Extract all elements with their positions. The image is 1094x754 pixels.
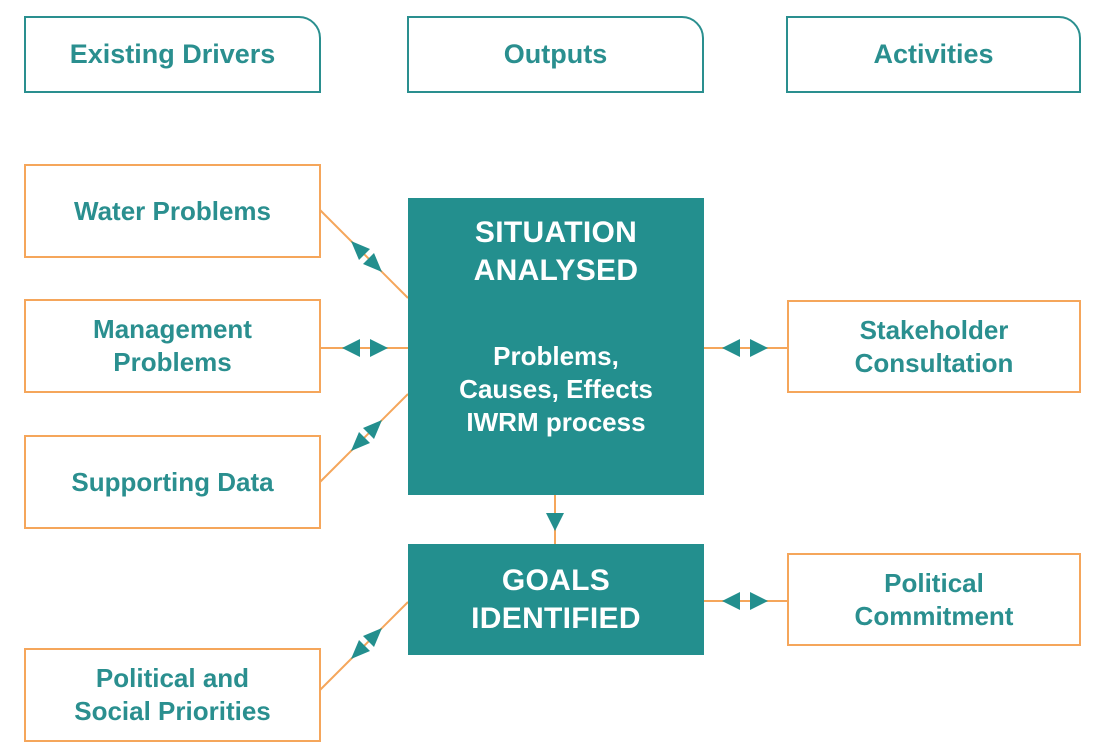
situation-analysed-box: SITUATION ANALYSED Problems, Causes, Eff… [408,198,704,495]
activity-political-line2: Commitment [854,600,1014,631]
driver-political-social-priorities: Political and Social Priorities [24,648,321,742]
driver-political-social-line2: Social Priorities [74,696,271,726]
driver-political-social-line1: Political and [95,663,250,693]
header-activities-label: Activities [873,39,994,69]
situation-body-line1: Problems, [493,341,619,371]
header-outputs: Outputs [407,16,704,93]
goals-identified-box: GOALS IDENTIFIED [408,544,704,655]
connector-management-problems [320,339,408,357]
arrowhead-icon [370,339,388,357]
connector-situation-to-goals [546,494,564,544]
driver-supporting-data: Supporting Data [24,435,321,529]
arrowhead-icon [363,253,382,272]
arrowhead-icon [750,592,768,610]
situation-body-line3: IWRM process [466,407,646,437]
situation-body-line2: Causes, Effects [459,374,653,404]
goals-title-line2: IDENTIFIED [471,601,641,635]
situation-title-line2: ANALYSED [473,254,639,287]
connector-supporting-data [319,393,409,483]
arrowhead-icon [750,339,768,357]
header-activities: Activities [786,16,1081,93]
connector-political-social [319,601,409,691]
situation-title-line1: SITUATION [474,216,638,249]
connector-water-problems [319,209,409,299]
activity-political-commitment: Political Commitment [787,553,1081,646]
driver-water-problems: Water Problems [24,164,321,258]
arrowhead-icon [351,432,370,451]
header-existing-drivers: Existing Drivers [24,16,321,93]
arrow-down-icon [546,513,564,531]
driver-supporting-data-label: Supporting Data [71,466,274,497]
activity-stakeholder-line2: Consultation [854,347,1014,378]
driver-management-problems-line2: Problems [113,347,232,377]
arrowhead-icon [363,628,382,647]
activity-political-line1: Political [884,567,984,598]
arrowhead-icon [722,339,740,357]
activity-stakeholder-consultation: Stakeholder Consultation [787,300,1081,393]
driver-water-problems-label: Water Problems [74,195,271,226]
arrowhead-icon [351,241,370,260]
driver-management-problems-line1: Management [93,314,252,344]
activity-stakeholder-line1: Stakeholder [859,314,1009,345]
header-outputs-label: Outputs [503,39,608,69]
arrowhead-icon [363,420,382,439]
driver-management-problems: Management Problems [24,299,321,393]
connector-stakeholder [703,339,787,357]
connector-political-commitment [703,592,787,610]
header-existing-drivers-label: Existing Drivers [69,39,276,69]
arrowhead-icon [351,640,370,659]
arrowhead-icon [722,592,740,610]
arrowhead-icon [342,339,360,357]
goals-title-line1: GOALS [501,563,611,597]
